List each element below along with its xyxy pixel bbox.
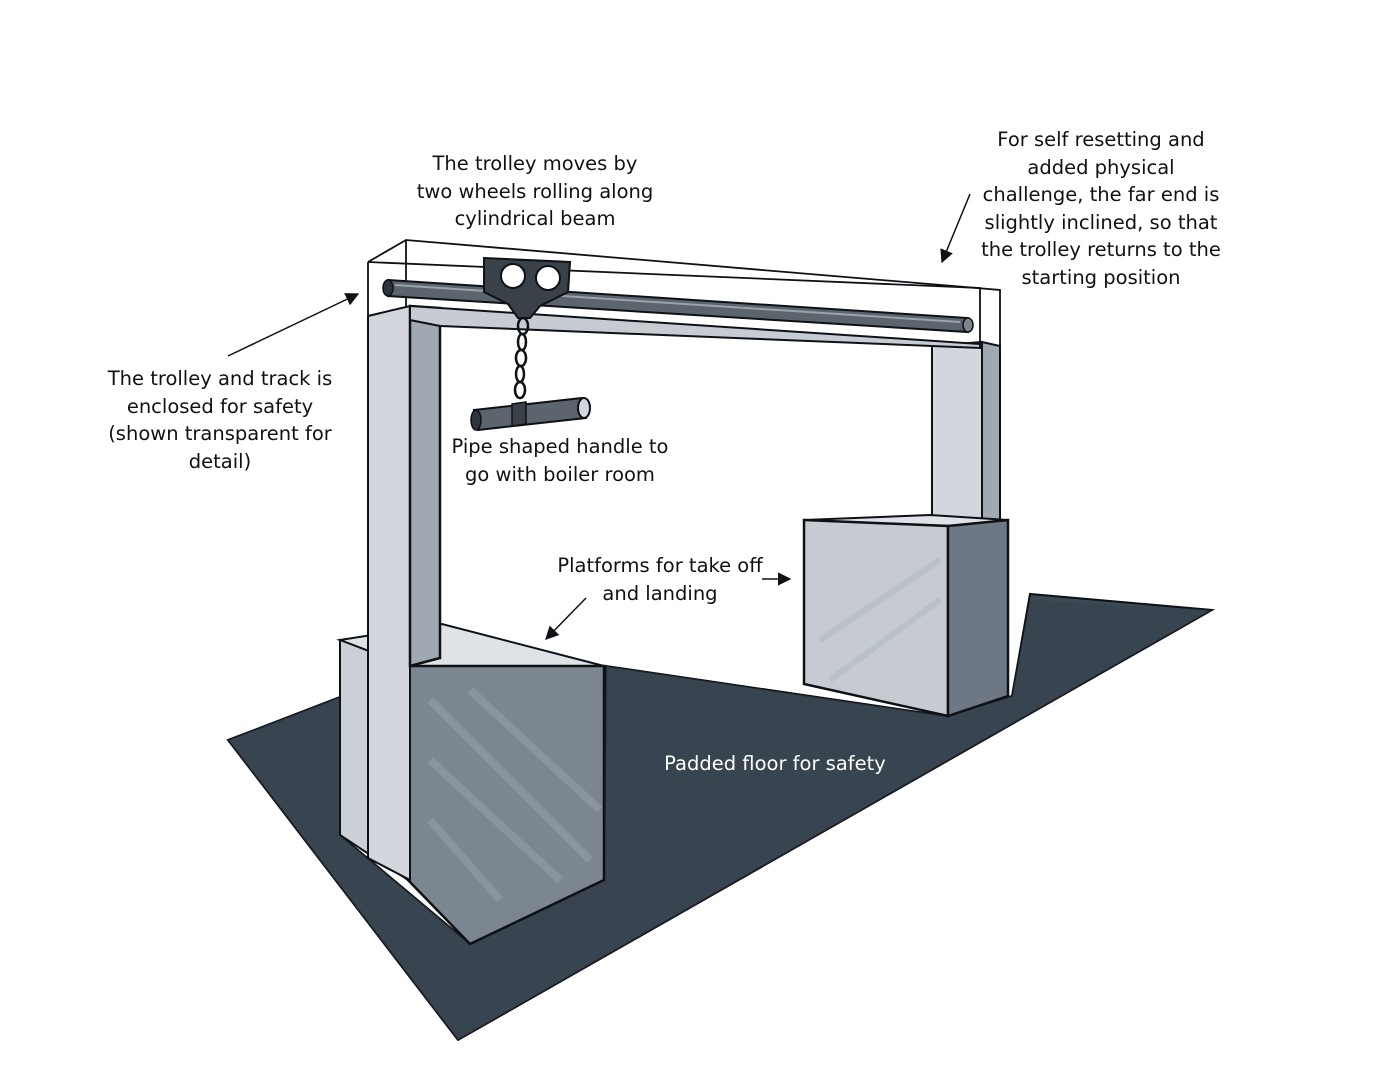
right-platform-side (946, 518, 1010, 718)
left-frame-post (367, 304, 442, 882)
left-post-front (367, 304, 411, 882)
trolley-label: The trolley moves by two wheels rolling … (416, 152, 654, 230)
chain-icon (513, 316, 530, 400)
incline-label: For self resetting and added physical ch… (981, 128, 1221, 289)
pipe-handle-icon (470, 396, 591, 432)
enclosure-label: The trolley and track is enclosed for sa… (107, 367, 333, 473)
left-post-side (408, 304, 442, 668)
right-platform (802, 513, 1010, 718)
floor-label: Padded floor for safety (664, 752, 886, 775)
right-post-side (981, 340, 1001, 526)
right-platform-front (802, 518, 950, 718)
handle-label: Pipe shaped handle to go with boiler roo… (451, 435, 669, 486)
trolley-wheel-right (535, 265, 561, 291)
trolley-wheel-left (500, 263, 526, 289)
platforms-label: Platforms for take off and landing (557, 554, 763, 605)
right-frame-post (931, 340, 1001, 526)
trolley-icon (483, 256, 572, 319)
arrow-icon (227, 293, 360, 357)
right-post-front (931, 340, 983, 526)
arrow-icon (545, 597, 587, 640)
arrow-icon (940, 193, 971, 264)
